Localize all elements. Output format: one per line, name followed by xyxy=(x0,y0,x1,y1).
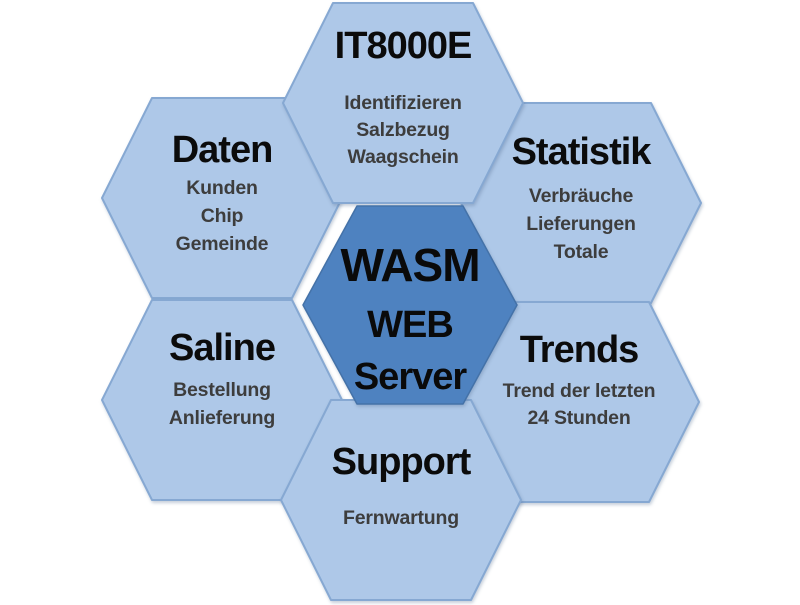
hex-sublines-daten: Kunden Chip Gemeinde xyxy=(172,174,273,258)
hex-sublines-statistik: Verbräuche Lieferungen Totale xyxy=(512,182,651,266)
hex-label-statistik: Statistik Verbräuche Lieferungen Totale xyxy=(511,128,652,266)
hex-line: Kunden xyxy=(186,177,258,199)
hex-line: Chip xyxy=(200,205,244,227)
hex-title-daten: Daten xyxy=(171,129,274,171)
hex-line: Waagschein xyxy=(347,146,459,168)
hex-title-it8000e: IT8000E xyxy=(334,25,473,67)
hex-line: Totale xyxy=(553,241,609,263)
hex-line: 24 Stunden xyxy=(527,407,631,429)
hex-title-support: Support xyxy=(331,441,472,483)
hex-line: Lieferungen xyxy=(526,213,636,235)
hex-sublines-trends: Trend der letzten 24 Stunden xyxy=(503,378,656,432)
hex-line: Salzbezug xyxy=(356,119,450,141)
hex-line: Gemeinde xyxy=(175,233,269,255)
hex-title-saline: Saline xyxy=(169,327,276,369)
hex-label-support: Support Fernwartung xyxy=(331,438,472,532)
hex-line: Fernwartung xyxy=(343,507,459,529)
center-subtitle-web: WEB xyxy=(367,304,454,346)
center-title: WASM xyxy=(340,239,480,291)
hex-label-daten: Daten Kunden Chip Gemeinde xyxy=(171,126,274,258)
hex-label-trends: Trends Trend der letzten 24 Stunden xyxy=(503,326,656,432)
hex-sublines-it8000e: Identifizieren Salzbezug Waagschein xyxy=(335,90,472,171)
hex-label-wasm-center: WASM WEB Server xyxy=(340,237,480,403)
hex-sublines-support: Fernwartung xyxy=(332,504,471,532)
hex-shape-it8000e xyxy=(282,2,524,204)
hex-line: Trend der letzten xyxy=(502,380,656,402)
hex-line: Identifizieren xyxy=(344,92,462,114)
hex-sublines-saline: Bestellung Anlieferung xyxy=(169,376,275,432)
hex-line: Bestellung xyxy=(173,379,271,401)
hex-title-statistik: Statistik xyxy=(511,131,652,173)
hex-shape-wasm-center xyxy=(302,205,518,405)
center-subtitle-server: Server xyxy=(353,356,467,398)
hex-line: Verbräuche xyxy=(528,185,634,207)
hex-label-it8000e: IT8000E Identifizieren Salzbezug Waagsch… xyxy=(334,22,473,171)
hex-label-saline: Saline Bestellung Anlieferung xyxy=(169,324,276,432)
hex-shape-support xyxy=(280,399,522,601)
hex-title-trends: Trends xyxy=(519,329,640,371)
hex-line: Anlieferung xyxy=(168,407,276,429)
